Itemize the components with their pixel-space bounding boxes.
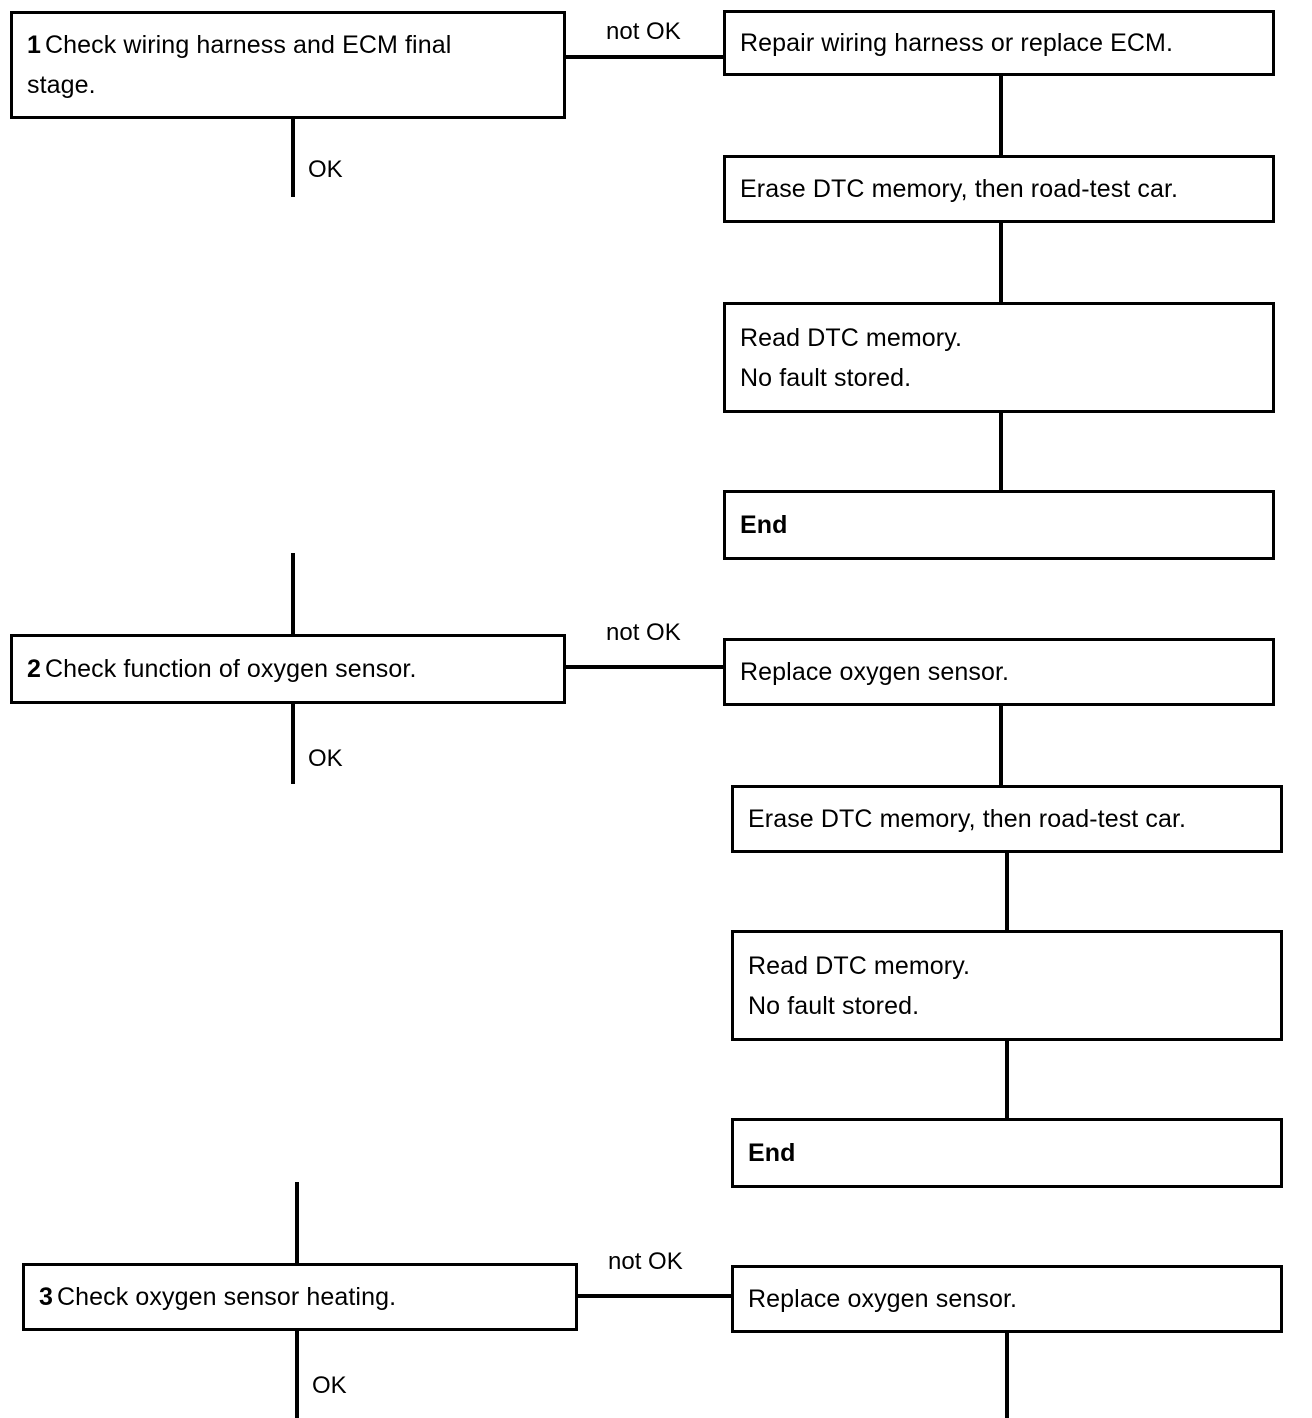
connector-step2-replace-to-erase [999, 704, 1003, 787]
step-number-3: 3 [39, 1283, 54, 1311]
node-step1-read-line1: Read DTC memory. [740, 323, 963, 352]
node-step3-replace-text: Replace oxygen sensor. [748, 1285, 1018, 1313]
edge-label-step3-ok: OK [312, 1372, 347, 1399]
node-step1-end[interactable]: End [723, 490, 1275, 560]
edge-label-step2-notok: not OK [606, 619, 681, 646]
node-step1-text: Check wiring harness and ECM final [45, 31, 452, 59]
connector-step1-ok-resume [291, 553, 295, 635]
node-step3-replace[interactable]: Replace oxygen sensor. [731, 1265, 1283, 1333]
node-step1-repair[interactable]: Repair wiring harness or replace ECM. [723, 10, 1275, 76]
node-step1-read-line2: No fault stored. [740, 363, 912, 392]
node-step1-erase-text: Erase DTC memory, then road-test car. [740, 175, 1179, 203]
connector-step3-notok [577, 1294, 733, 1298]
step-number-1: 1 [27, 31, 42, 59]
connector-step2-notok [565, 665, 725, 669]
edge-label-step2-ok: OK [308, 745, 343, 772]
node-step2-read-line2: No fault stored. [748, 991, 920, 1020]
connector-step1-ok-stub [291, 117, 295, 197]
node-step1-read[interactable]: Read DTC memory. No fault stored. [723, 302, 1275, 413]
node-step2-read[interactable]: Read DTC memory. No fault stored. [731, 930, 1283, 1041]
connector-step1-notok [565, 55, 725, 59]
connector-step2-erase-to-read [1005, 851, 1009, 932]
node-step2-read-line1: Read DTC memory. [748, 951, 971, 980]
edge-label-step3-notok: not OK [608, 1248, 683, 1275]
connector-step2-ok-stub [291, 702, 295, 784]
connector-step2-read-to-end [1005, 1039, 1009, 1120]
node-step2-text: Check function of oxygen sensor. [45, 655, 417, 683]
node-step2-end-text: End [748, 1139, 796, 1167]
step-number-2: 2 [27, 655, 42, 683]
node-step2-replace-text: Replace oxygen sensor. [740, 658, 1010, 686]
connector-repair-to-erase [999, 74, 1003, 157]
connector-erase-to-read [999, 221, 1003, 304]
node-step2-erase[interactable]: Erase DTC memory, then road-test car. [731, 785, 1283, 853]
connector-step3-ok [295, 1330, 299, 1418]
node-step1-erase[interactable]: Erase DTC memory, then road-test car. [723, 155, 1275, 223]
edge-label-step1-notok: not OK [606, 18, 681, 45]
edge-label-step1-ok: OK [308, 156, 343, 183]
node-step1-repair-text: Repair wiring harness or replace ECM. [740, 29, 1174, 57]
node-step2-replace[interactable]: Replace oxygen sensor. [723, 638, 1275, 706]
connector-step3-replace-down [1005, 1331, 1009, 1418]
connector-step2-ok-resume [295, 1182, 299, 1264]
node-step2-erase-text: Erase DTC memory, then road-test car. [748, 805, 1187, 833]
node-step1-line2: stage. [27, 71, 96, 99]
node-step2-end[interactable]: End [731, 1118, 1283, 1188]
node-step3-text: Check oxygen sensor heating. [57, 1283, 397, 1311]
connector-read-to-end [999, 411, 1003, 492]
node-step1-end-text: End [740, 511, 788, 539]
